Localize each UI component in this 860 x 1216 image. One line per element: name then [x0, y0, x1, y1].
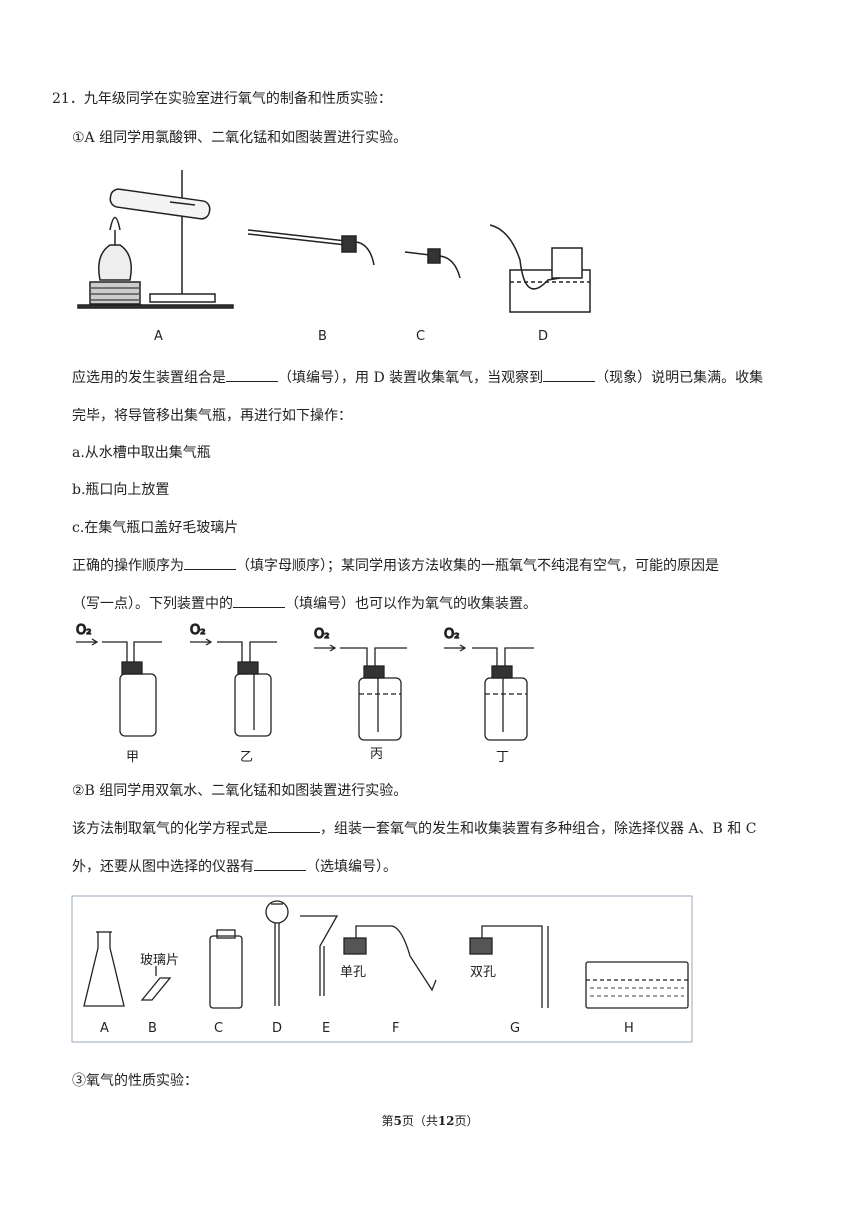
fig1-label-a: A [154, 329, 163, 344]
fig3-double-label: 双孔 [470, 965, 496, 980]
page-footer: 第5页（共12页） [381, 1114, 479, 1128]
part3-intro: ③氧气的性质实验： [72, 1073, 198, 1089]
q2-line2: （写一点）。下列装置中的（填编号）也可以作为氧气的收集装置。 [72, 596, 537, 612]
fig3-label-c: C [214, 1021, 223, 1036]
figure-instruments: 玻璃片 单孔 双孔 A B C D E F G H [71, 895, 693, 1043]
apparatus-a [77, 170, 234, 309]
apparatus-b [247, 229, 375, 266]
fig1-label-b: B [318, 329, 327, 344]
q3-line1: 该方法制取氧气的化学方程式是，组装一套氧气的发生和收集装置有多种组合，除选择仪器… [72, 821, 757, 837]
fig2-label-bing: 丙 [370, 747, 383, 762]
glass-plate-b [140, 966, 172, 1001]
fig3-label-a: A [100, 1021, 109, 1036]
part2-intro: ②B 组同学用双氧水、二氧化锰和如图装置进行实验。 [72, 783, 408, 799]
fig2-label-jia: 甲 [126, 750, 139, 765]
step-a: a.从水槽中取出集气瓶 [72, 445, 211, 461]
part1-intro: ①A 组同学用氯酸钾、二氧化锰和如图装置进行实验。 [72, 130, 408, 146]
fig3-label-e: E [322, 1021, 330, 1036]
q2-line1: 正确的操作顺序为（填字母顺序）；某同学用该方法收集的一瓶氧气不纯混有空气，可能的… [72, 558, 719, 574]
step-c: c.在集气瓶口盖好毛玻璃片 [72, 520, 239, 536]
stopper-f [343, 925, 437, 992]
flask-a [83, 931, 125, 1007]
fig3-label-b: B [148, 1021, 157, 1036]
figure-gas-bottles: O₂ 甲 O₂ 乙 O₂ 丙 O₂ 丁 [75, 622, 534, 765]
bottle-jia: O₂ [75, 622, 162, 737]
bottle-yi: O₂ [189, 622, 277, 737]
fig2-gas-1: O₂ [76, 623, 91, 638]
figure-apparatus-1: A B C D [77, 170, 591, 344]
fig1-label-c: C [416, 329, 425, 344]
trough-h [585, 961, 689, 1009]
q1-line2: 完毕，将导管移出集气瓶，再进行如下操作： [72, 408, 352, 424]
q3-line2: 外，还要从图中选择的仪器有（选填编号）。 [72, 859, 397, 875]
question-title: 21．九年级同学在实验室进行氧气的制备和性质实验： [52, 91, 392, 107]
step-b: b.瓶口向上放置 [72, 482, 170, 498]
fig2-gas-3: O₂ [314, 627, 329, 642]
bottle-ding: O₂ [443, 626, 534, 741]
fig2-label-yi: 乙 [240, 750, 253, 765]
apparatus-d [489, 224, 591, 313]
fig1-label-d: D [538, 329, 548, 344]
fig3-label-h: H [624, 1021, 634, 1036]
fig3-single-label: 单孔 [340, 965, 366, 980]
funnel-e [300, 915, 339, 996]
fig2-label-ding: 丁 [496, 750, 509, 765]
stopper-g [469, 925, 549, 1008]
bottle-c [209, 929, 243, 1009]
q1-line1: 应选用的发生装置组合是（填编号），用 D 装置收集氧气，当观察到（现象）说明已集… [72, 370, 764, 386]
fig3-glass-label: 玻璃片 [140, 953, 179, 968]
fig3-label-f: F [392, 1021, 399, 1036]
bottle-bing: O₂ [313, 626, 407, 741]
apparatus-c [404, 248, 461, 279]
funnel-d [265, 900, 289, 1006]
fig3-label-d: D [272, 1021, 282, 1036]
fig2-gas-2: O₂ [190, 623, 205, 638]
fig3-label-g: G [510, 1021, 520, 1036]
fig2-gas-4: O₂ [444, 627, 459, 642]
